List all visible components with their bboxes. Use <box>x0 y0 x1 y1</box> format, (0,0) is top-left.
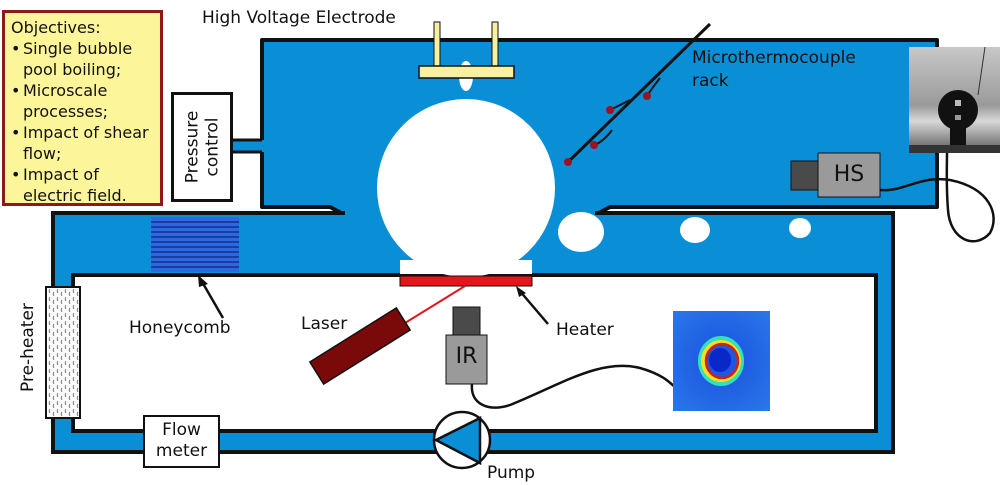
objective-item: Single bubble pool boiling; <box>11 38 154 80</box>
objectives-title: Objectives: <box>11 18 101 37</box>
laser-label: Laser <box>301 314 348 334</box>
hs-camera-label: HS <box>833 162 865 187</box>
objective-item: Impact of shear flow; <box>11 122 154 164</box>
objectives-box: Objectives: Single bubble pool boiling; … <box>2 10 163 206</box>
pressure-control-label: Pressure control <box>182 111 222 184</box>
microthermocouple-label-line2: rack <box>692 71 729 91</box>
flow-meter-line2: meter <box>155 441 208 461</box>
ir-thermal-image <box>673 311 770 411</box>
hs-bubble-photo <box>909 46 1000 153</box>
ir-camera-label: IR <box>455 344 478 369</box>
bubble <box>789 218 811 238</box>
laser <box>308 306 412 386</box>
honeycomb-label: Honeycomb <box>129 318 231 338</box>
pressure-control-line1: Pressure <box>182 110 202 184</box>
ir-camera <box>445 306 488 385</box>
flow-meter-line1: Flow <box>162 420 201 440</box>
honeycomb <box>151 217 239 272</box>
heater <box>399 275 533 287</box>
hs-cable <box>879 152 995 243</box>
bubble <box>680 217 710 243</box>
hs-camera <box>790 152 881 198</box>
pre-heater-label: Pre-heater <box>18 303 38 392</box>
microthermocouple-rack <box>564 22 712 166</box>
pressure-control-line2: control <box>202 117 222 177</box>
objective-item: Impact of electric field. <box>11 164 154 206</box>
objectives-list: Single bubble pool boiling; Microscale p… <box>11 38 154 206</box>
pre-heater <box>45 286 81 419</box>
pump-label: Pump <box>487 463 536 483</box>
objective-item: Microscale processes; <box>11 80 154 122</box>
pump <box>432 410 492 470</box>
microthermocouple-label-line1: Microthermocouple <box>692 48 856 68</box>
high-voltage-electrode <box>418 21 515 79</box>
heater-label: Heater <box>556 320 614 340</box>
main-bubble <box>377 99 555 277</box>
bubble <box>558 212 604 252</box>
pressure-control-box: Pressure control <box>171 92 233 202</box>
high-voltage-electrode-label: High Voltage Electrode <box>202 8 396 28</box>
ir-cable <box>470 364 677 409</box>
flow-meter-box: Flow meter <box>143 415 220 468</box>
